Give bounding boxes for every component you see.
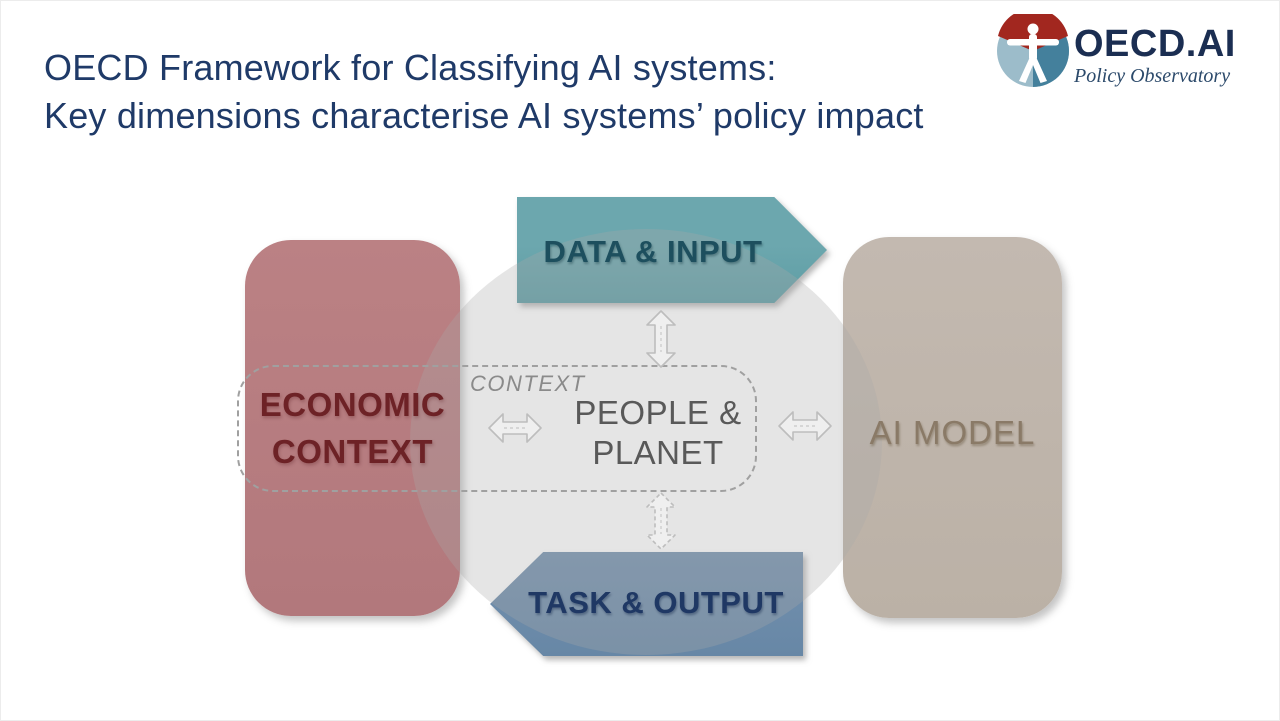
background-ellipse [410, 229, 882, 655]
logo-text: OECD.AI Policy Observatory [1074, 24, 1236, 88]
double-arrow-vertical-top-icon [642, 310, 680, 373]
page-title: OECD Framework for Classifying AI system… [44, 44, 924, 140]
right-pentagon-arrow [517, 197, 827, 303]
economic-context-label: ECONOMIC CONTEXT [245, 381, 460, 475]
economic-context-label-line1: ECONOMIC [259, 386, 446, 423]
logo-brand: OECD.AI [1074, 23, 1236, 65]
context-label: CONTEXT [470, 371, 586, 396]
logo-tagline: Policy Observatory [1074, 65, 1231, 87]
ai-model-box [843, 237, 1062, 618]
double-arrow-horizontal-left-icon [488, 409, 542, 452]
context-dashed-boundary [237, 365, 757, 492]
page-title-line1: OECD Framework for Classifying AI system… [44, 47, 777, 88]
left-pentagon-arrow [490, 552, 803, 656]
people-planet-label-line2: PLANET [592, 434, 724, 471]
people-planet-label: PEOPLE & PLANET [540, 393, 776, 473]
vitruvian-man-icon [996, 14, 1070, 88]
ai-model-label: AI MODEL [869, 414, 1036, 451]
double-arrow-horizontal-right-icon [776, 407, 834, 450]
oecd-ai-logo: OECD.AI Policy Observatory [996, 14, 1236, 88]
double-arrow-vertical-bottom-icon [642, 492, 680, 555]
people-planet-label-line1: PEOPLE & [574, 394, 742, 431]
data-input-label: DATA & INPUT [543, 234, 763, 269]
task-output-label: TASK & OUTPUT [528, 585, 784, 620]
page-title-line2: Key dimensions characterise AI systems’ … [44, 95, 924, 136]
economic-context-box [245, 240, 460, 616]
economic-context-label-line2: CONTEXT [271, 433, 434, 470]
